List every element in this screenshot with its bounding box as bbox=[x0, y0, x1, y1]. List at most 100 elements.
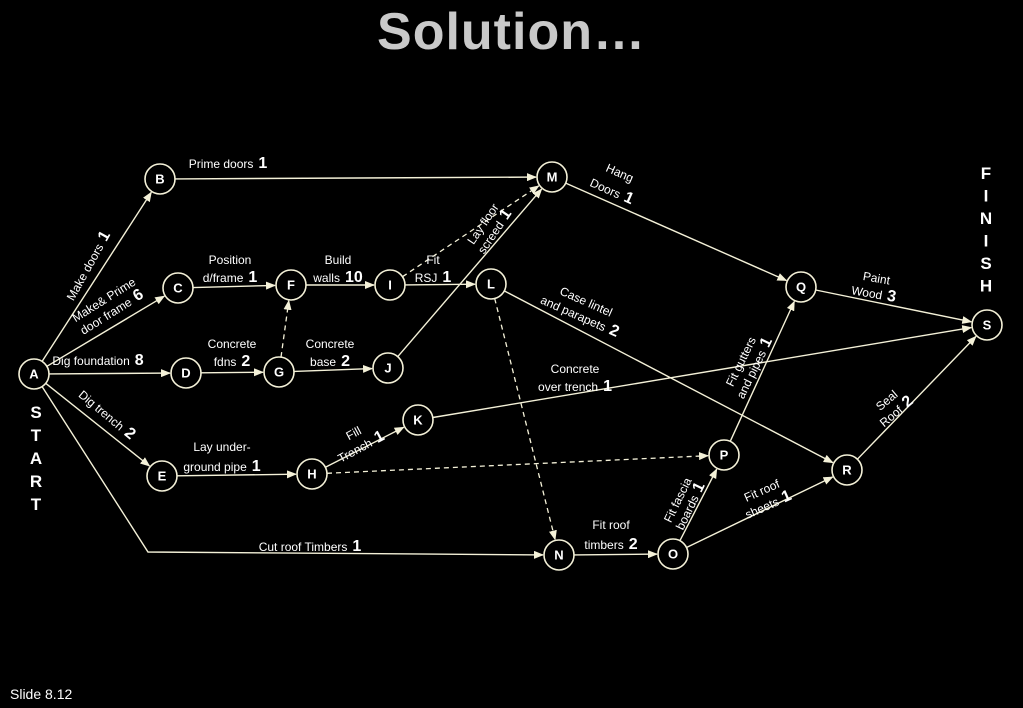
activity-duration: 2 bbox=[241, 353, 250, 370]
event-node-m: M bbox=[536, 161, 568, 193]
dummy-arrow-i-m bbox=[402, 185, 540, 278]
event-label: F bbox=[287, 278, 295, 293]
event-label: K bbox=[413, 413, 423, 428]
activity-arrow-j-m bbox=[397, 188, 543, 358]
activity-duration: 1 bbox=[248, 269, 257, 286]
activity-name: Prime doors bbox=[189, 157, 254, 171]
event-circle bbox=[263, 356, 295, 388]
event-node-k: K bbox=[402, 404, 434, 436]
activity-name: Cut roof Timbers bbox=[259, 540, 348, 554]
event-circle bbox=[372, 352, 404, 384]
activity-arrow-p-q bbox=[729, 300, 795, 442]
activity-text: Build bbox=[325, 253, 352, 267]
event-circle bbox=[831, 454, 863, 486]
activity-arrow-d-g bbox=[200, 368, 264, 377]
activity-duration: 3 bbox=[886, 288, 898, 306]
dummy-arrow-l-n bbox=[494, 298, 557, 541]
event-label: P bbox=[720, 448, 729, 463]
activity-name: fdns bbox=[214, 355, 237, 369]
activity-name: Dig trench bbox=[76, 388, 127, 434]
event-node-d: D bbox=[170, 357, 202, 389]
event-node-g: G bbox=[263, 356, 295, 388]
activity-arrow-a-d bbox=[48, 369, 171, 378]
activity-name: Concrete bbox=[208, 337, 257, 351]
activity-duration: 1 bbox=[442, 269, 451, 286]
activity-name: Dig foundation bbox=[52, 354, 129, 368]
event-label: J bbox=[384, 361, 391, 376]
activity-text: Concrete bbox=[208, 337, 257, 351]
event-label: Q bbox=[796, 280, 806, 295]
activity-duration: 2 bbox=[121, 424, 139, 443]
event-label: E bbox=[158, 469, 167, 484]
activity-text: fdns 2 bbox=[214, 353, 251, 370]
event-node-q: Q bbox=[785, 271, 817, 303]
activity-text: Fit roof bbox=[592, 518, 630, 532]
activity-name: Paint bbox=[862, 269, 892, 288]
activity-duration: 1 bbox=[496, 206, 515, 223]
activity-duration: 1 bbox=[352, 538, 361, 555]
event-label: G bbox=[274, 365, 284, 380]
activity-name: Fill bbox=[344, 424, 364, 444]
event-node-j: J bbox=[372, 352, 404, 384]
activity-name: base bbox=[310, 355, 336, 369]
event-node-b: B bbox=[144, 163, 176, 195]
activity-arrow-g-j bbox=[293, 364, 373, 373]
activity-label-d-g: Concrete fdns 2 bbox=[208, 337, 257, 370]
activity-name: Build bbox=[325, 253, 352, 267]
activity-name: Lay under- bbox=[193, 440, 250, 454]
activity-text: Lay under- bbox=[193, 440, 250, 454]
activity-arrow-o-r bbox=[686, 476, 834, 549]
activity-duration: 8 bbox=[135, 352, 144, 369]
event-node-o: O bbox=[657, 538, 689, 570]
event-circle bbox=[374, 269, 406, 301]
event-label: I bbox=[388, 278, 392, 293]
event-circle bbox=[275, 269, 307, 301]
event-label: S bbox=[983, 318, 992, 333]
activity-text: Position bbox=[209, 253, 252, 267]
event-label: R bbox=[842, 463, 852, 478]
dummy-arrow-g-f bbox=[280, 299, 292, 358]
activity-arrow-a-n bbox=[41, 386, 544, 559]
activity-name: Concrete bbox=[551, 362, 600, 376]
slide-title: Solution… bbox=[377, 3, 646, 61]
event-label: O bbox=[668, 547, 678, 562]
activity-arrow-e-h bbox=[176, 470, 297, 479]
event-node-c: C bbox=[162, 272, 194, 304]
activity-duration: 6 bbox=[130, 286, 147, 305]
event-circle bbox=[475, 268, 507, 300]
activity-duration: 1 bbox=[603, 378, 612, 395]
activity-name: ground pipe bbox=[183, 460, 247, 474]
activity-arrow-h-k bbox=[325, 426, 405, 468]
activity-label-a-d: Dig foundation 8 bbox=[52, 352, 143, 369]
event-circle bbox=[170, 357, 202, 389]
activity-duration: 1 bbox=[252, 458, 261, 475]
event-node-a: A bbox=[18, 358, 50, 390]
event-circle bbox=[144, 163, 176, 195]
activity-text: Cut roof Timbers 1 bbox=[259, 538, 362, 555]
activity-name: timbers bbox=[584, 538, 623, 552]
event-label: D bbox=[181, 366, 190, 381]
activity-label-e-h: Lay under-ground pipe 1 bbox=[183, 440, 260, 475]
activity-arrow-b-m bbox=[174, 173, 537, 182]
event-node-l: L bbox=[475, 268, 507, 300]
event-node-f: F bbox=[275, 269, 307, 301]
event-circle bbox=[18, 358, 50, 390]
activity-duration: 1 bbox=[757, 335, 776, 351]
activity-duration: 1 bbox=[621, 189, 636, 208]
activity-text: ground pipe 1 bbox=[183, 458, 260, 475]
